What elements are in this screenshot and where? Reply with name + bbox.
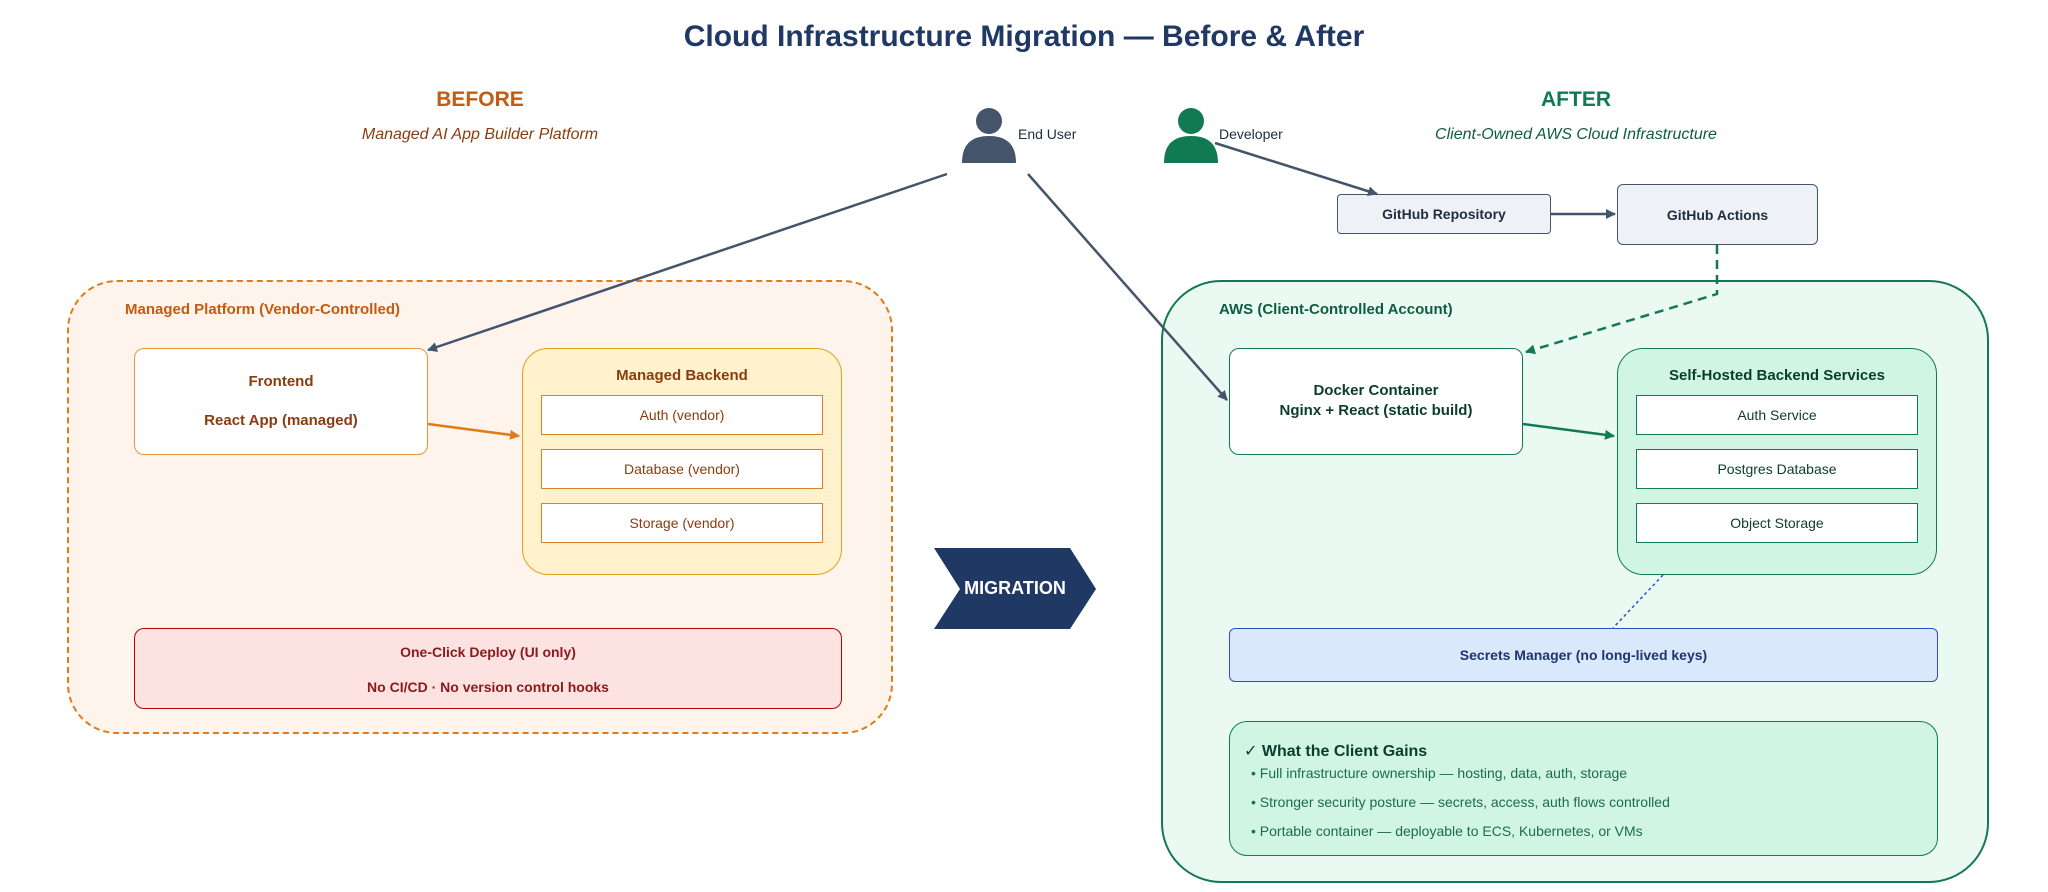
object-storage-tile: Object Storage [1636,503,1918,543]
developer-to-repo-arrow [1214,141,1378,197]
deploy-line-2: No CI/CD · No version control hooks [367,679,609,695]
end-user-label: End User [1018,126,1077,142]
deploy-line-1: One-Click Deploy (UI only) [400,644,576,660]
docker-line-1: Docker Container [1313,382,1439,399]
auth-service-tile: Auth Service [1636,395,1918,435]
github-actions-box: GitHub Actions [1617,184,1818,245]
github-repository-box: GitHub Repository [1337,194,1551,234]
before-heading: BEFORE [436,88,524,111]
page-title: Cloud Infrastructure Migration — Before … [683,20,1365,53]
vendor-storage-tile: Storage (vendor) [541,503,823,543]
vendor-auth-tile: Auth (vendor) [541,395,823,435]
managed-backend-box: Managed Backend Auth (vendor) Database (… [522,348,842,575]
postgres-database-tile: Postgres Database [1636,449,1918,489]
end-user-icon [962,108,1016,163]
migration-label: MIGRATION [964,578,1066,598]
gain-item-1: • Full infrastructure ownership — hostin… [1251,765,1628,781]
managed-backend-title: Managed Backend [616,367,748,384]
one-click-deploy-box: One-Click Deploy (UI only) No CI/CD · No… [134,628,842,709]
aws-region-label: AWS (Client-Controlled Account) [1219,301,1453,318]
after-heading: AFTER [1541,88,1611,111]
docker-line-2: Nginx + React (static build) [1279,402,1473,419]
gain-item-2: • Stronger security posture — secrets, a… [1251,794,1670,810]
after-subtitle: Client-Owned AWS Cloud Infrastructure [1435,126,1717,143]
self-hosted-backend-title: Self-Hosted Backend Services [1669,367,1885,384]
migration-chevron [934,548,1096,629]
client-gains-title: ✓ What the Client Gains [1244,743,1428,760]
vendor-database-tile: Database (vendor) [541,449,823,489]
docker-container-box: Docker Container Nginx + React (static b… [1229,348,1523,455]
frontend-box: Frontend React App (managed) [134,348,428,455]
secrets-manager-box: Secrets Manager (no long-lived keys) [1229,628,1938,682]
gain-item-3: • Portable container — deployable to ECS… [1251,823,1643,839]
managed-platform-label: Managed Platform (Vendor-Controlled) [125,301,401,318]
developer-icon [1164,108,1218,163]
self-hosted-backend-box: Self-Hosted Backend Services Auth Servic… [1617,348,1937,575]
client-gains-box: ✓ What the Client Gains • Full infrastru… [1229,721,1938,856]
developer-label: Developer [1219,126,1283,142]
before-subtitle: Managed AI App Builder Platform [361,126,599,143]
frontend-subtitle: React App (managed) [204,412,358,429]
frontend-title: Frontend [248,373,314,390]
